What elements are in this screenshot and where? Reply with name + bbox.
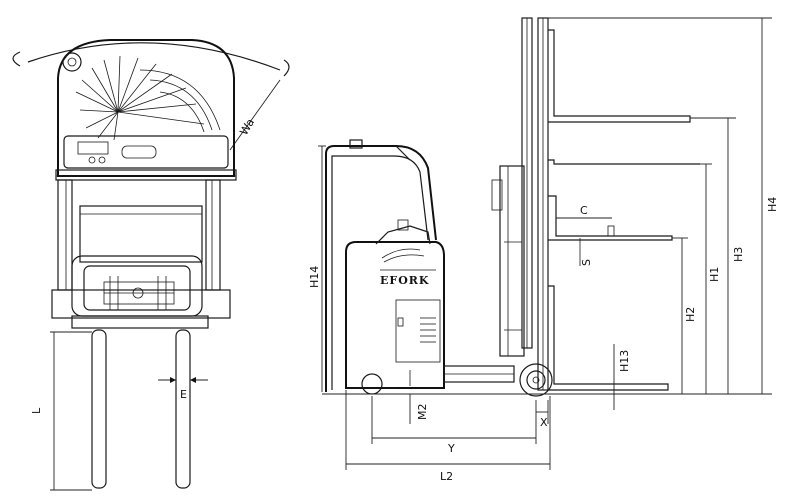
front-view: [12, 39, 290, 491]
label-h4: H4: [766, 197, 779, 212]
label-l: L: [30, 407, 43, 414]
brand-logo-text: EFORK: [380, 274, 429, 287]
label-c: C: [580, 204, 588, 217]
label-x: X: [540, 416, 548, 429]
label-y: Y: [447, 442, 455, 455]
label-m2: M2: [416, 404, 429, 421]
label-h3: H3: [732, 247, 745, 262]
side-view: [318, 17, 772, 470]
control-panel-sunburst: [75, 55, 221, 141]
label-h14: H14: [308, 266, 321, 288]
label-l2: L2: [440, 470, 453, 483]
dimension-labels: EFORK Wa E L C H4 H3 H1 H2 H13 H14 M2 X …: [30, 116, 779, 483]
label-wa: Wa: [237, 116, 257, 137]
label-h13: H13: [618, 350, 631, 372]
label-s: S: [580, 259, 593, 266]
label-h2: H2: [684, 307, 697, 322]
label-h1: H1: [708, 267, 721, 282]
label-e: E: [180, 388, 187, 401]
